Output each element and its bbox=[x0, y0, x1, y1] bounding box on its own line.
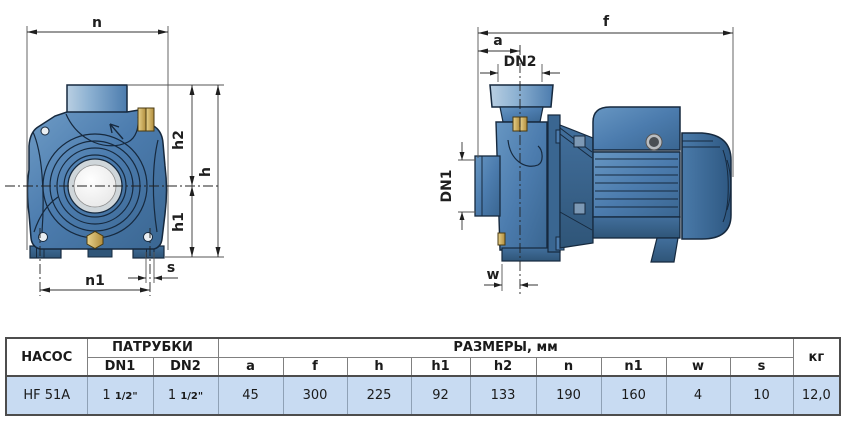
cell-dn1: 1 1/2" bbox=[86, 375, 154, 416]
dim-h1: h1 bbox=[171, 186, 195, 257]
cell-h2: 133 bbox=[469, 375, 537, 416]
dim-label-h1: h1 bbox=[171, 212, 187, 232]
dn1-fraction: 1/2" bbox=[114, 391, 138, 402]
cell-f: 300 bbox=[282, 375, 348, 416]
dim-h2: h2 bbox=[171, 85, 195, 186]
side-brass-plug bbox=[497, 232, 506, 246]
motor-lower-band bbox=[592, 216, 681, 239]
casing-hole-bottomright bbox=[143, 232, 153, 242]
col-header-pump: НАСОС bbox=[5, 337, 88, 377]
fan-cover bbox=[681, 132, 732, 240]
casing-hole-topleft bbox=[40, 126, 50, 136]
dim-label-dn1: DN1 bbox=[439, 169, 455, 202]
dn2-fraction: 1/2" bbox=[180, 391, 204, 402]
col-header-h2: h2 bbox=[469, 356, 537, 377]
cell-n: 190 bbox=[535, 375, 602, 416]
dim-s: s bbox=[128, 252, 178, 283]
discharge-port bbox=[66, 84, 128, 114]
pump-side-view-drawing: f a DN2 DN1 bbox=[439, 14, 734, 297]
cell-h1: 92 bbox=[410, 375, 471, 416]
header-row-subcolumns: DN1 DN2 a f h h1 h2 n n1 w s bbox=[6, 356, 840, 377]
dim-w: w bbox=[484, 264, 538, 291]
side-discharge-flange bbox=[489, 84, 554, 108]
side-casing-tower bbox=[495, 121, 548, 251]
brass-plug-top bbox=[137, 107, 155, 132]
side-view-dimensions: f a DN2 DN1 bbox=[439, 14, 734, 297]
cell-a: 45 bbox=[217, 375, 284, 416]
cell-h: 225 bbox=[346, 375, 412, 416]
cell-weight: 12,0 bbox=[792, 375, 841, 416]
dim-a: a bbox=[478, 33, 520, 54]
left-crease bbox=[33, 196, 59, 233]
right-contour bbox=[152, 139, 159, 233]
left-contour bbox=[32, 131, 44, 233]
dim-label-n1: n1 bbox=[85, 273, 105, 289]
motor-fins bbox=[595, 158, 678, 208]
dim-n1: n1 bbox=[39, 228, 151, 296]
cell-w: 4 bbox=[665, 375, 731, 416]
col-header-dn2: DN2 bbox=[152, 356, 219, 377]
pump-base-tab bbox=[87, 248, 113, 258]
spec-table: НАСОС ПАТРУБКИ РАЗМЕРЫ, мм кг DN1 DN2 a … bbox=[5, 337, 842, 416]
dn1-whole: 1 bbox=[102, 388, 115, 403]
motor-bracket bbox=[559, 124, 594, 249]
bracket-bolt-bottom bbox=[573, 202, 586, 215]
col-header-dn1: DN1 bbox=[86, 356, 154, 377]
dim-f: f bbox=[477, 14, 734, 177]
dim-label-a: a bbox=[493, 33, 502, 49]
dim-label-f: f bbox=[603, 14, 610, 30]
pump-side-illustration bbox=[474, 84, 732, 263]
dim-label-h: h bbox=[198, 167, 214, 177]
casing-hole-bottomleft bbox=[38, 232, 48, 242]
front-view-dimensions: n h2 h1 h bbox=[5, 15, 224, 296]
table-row: HF 51A 1 1/2" 1 1/2" 45 300 225 92 133 1… bbox=[5, 375, 841, 416]
col-header-weight: кг bbox=[792, 337, 841, 377]
col-header-h1: h1 bbox=[410, 356, 471, 377]
cell-pump-model: HF 51A bbox=[5, 375, 88, 416]
cell-dn2: 1 1/2" bbox=[152, 375, 219, 416]
dim-label-w: w bbox=[487, 267, 500, 283]
dim-label-h2: h2 bbox=[171, 130, 187, 150]
dim-dn1: DN1 bbox=[439, 142, 476, 230]
side-inlet-port bbox=[474, 155, 501, 217]
col-header-n: n bbox=[535, 356, 602, 377]
col-header-s: s bbox=[729, 356, 794, 377]
pump-front-illustration bbox=[26, 84, 168, 259]
dim-h: h bbox=[198, 85, 221, 257]
cell-s: 10 bbox=[729, 375, 794, 416]
dim-label-s: s bbox=[167, 260, 175, 276]
col-header-w: w bbox=[665, 356, 731, 377]
cell-n1: 160 bbox=[600, 375, 667, 416]
rotation-arrow bbox=[109, 123, 124, 140]
col-header-ports: ПАТРУБКИ bbox=[86, 337, 219, 358]
dim-n: n bbox=[26, 15, 169, 250]
side-volute-curve bbox=[507, 139, 543, 167]
motor-fin-body bbox=[592, 151, 681, 218]
dim-label-dn2: DN2 bbox=[503, 54, 536, 70]
terminal-box bbox=[592, 106, 681, 151]
dn2-whole: 1 bbox=[167, 388, 181, 403]
header-row-groups: НАСОС ПАТРУБКИ РАЗМЕРЫ, мм кг bbox=[5, 337, 841, 377]
dim-label-n: n bbox=[92, 15, 102, 31]
bracket-bolt-top bbox=[573, 135, 586, 148]
brass-drain-plug bbox=[86, 230, 104, 250]
spec-table-container: НАСОС ПАТРУБКИ РАЗМЕРЫ, мм кг DN1 DN2 a … bbox=[5, 337, 842, 416]
col-header-h: h bbox=[346, 356, 412, 377]
col-header-n1: n1 bbox=[600, 356, 667, 377]
col-header-f: f bbox=[282, 356, 348, 377]
side-base-plate bbox=[501, 247, 561, 262]
pump-front-view-drawing: n h2 h1 h bbox=[5, 15, 224, 296]
col-header-a: a bbox=[217, 356, 284, 377]
dim-dn2: DN2 bbox=[480, 54, 560, 82]
col-header-dims: РАЗМЕРЫ, мм bbox=[217, 337, 794, 358]
motor-foot bbox=[650, 237, 679, 263]
